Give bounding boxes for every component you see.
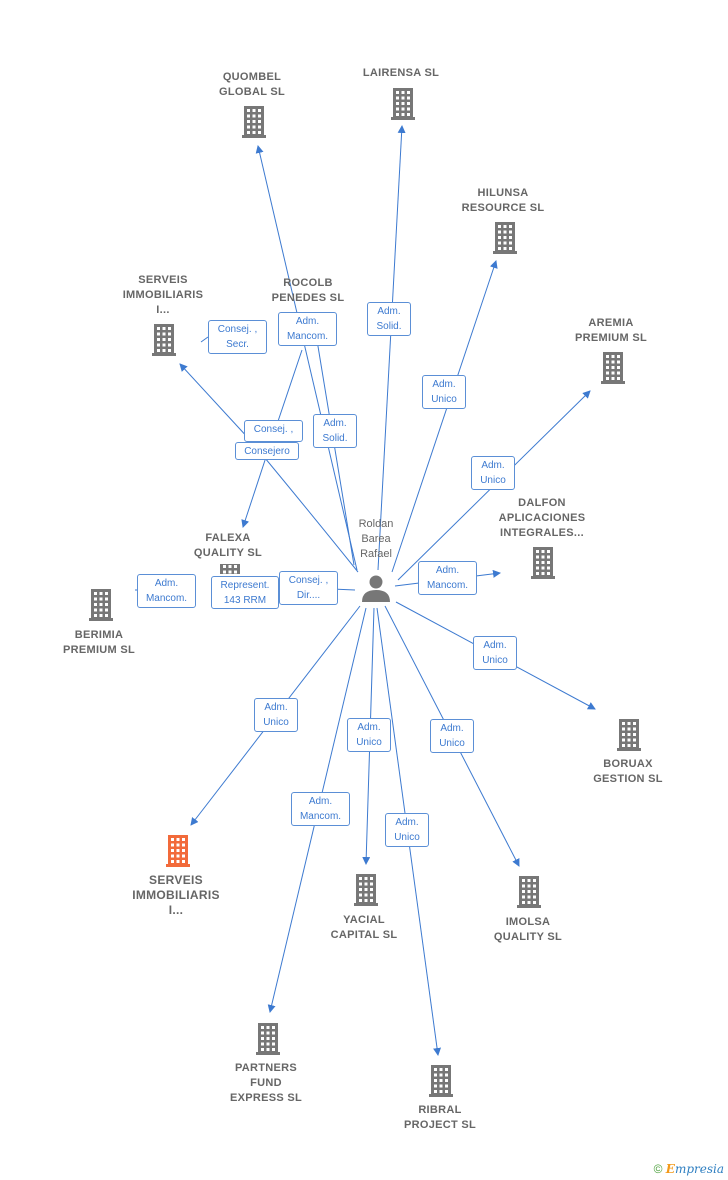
edge-label-serveis_main[interactable]: Adm. Unico: [254, 698, 298, 732]
building-icon-aremia[interactable]: [601, 352, 625, 384]
company-name-imolsa[interactable]: IMOLSA QUALITY SL: [493, 916, 563, 943]
building-icon-yacial[interactable]: [354, 874, 378, 906]
edge-label-hilunsa[interactable]: Adm. Unico: [422, 375, 466, 409]
company-name-partners[interactable]: PARTNERS FUND EXPRESS SL: [229, 1062, 303, 1104]
company-name-falexa[interactable]: FALEXA QUALITY SL: [193, 532, 263, 559]
building-icon-boruax[interactable]: [617, 719, 641, 751]
building-icon-quombel[interactable]: [242, 106, 266, 138]
edge-label-berimia[interactable]: Adm. Mancom.: [137, 574, 196, 608]
edge-label-yacial[interactable]: Adm. Unico: [347, 718, 391, 752]
edge-line-lairensa: [377, 125, 406, 571]
building-icon-hilunsa[interactable]: [493, 222, 517, 254]
building-icon-falexa[interactable]: [218, 562, 242, 594]
company-name-lairensa[interactable]: LAIRENSA SL: [362, 67, 440, 79]
company-name-hilunsa[interactable]: HILUNSA RESOURCE SL: [461, 187, 545, 214]
edge-line-quombel: [255, 145, 358, 571]
building-icon-serveis_main[interactable]: [166, 835, 190, 867]
edge-connector: [200, 336, 209, 343]
building-icon-ribral[interactable]: [429, 1065, 453, 1097]
company-name-berimia[interactable]: BERIMIA PREMIUM SL: [62, 629, 136, 656]
company-name-ribral[interactable]: RIBRAL PROJECT SL: [403, 1104, 477, 1131]
edge-label-berimia[interactable]: Represent. 143 RRM: [211, 576, 279, 609]
person-icon[interactable]: [362, 575, 390, 603]
edge-line-hilunsa: [391, 260, 498, 573]
building-icon-lairensa[interactable]: [391, 88, 415, 120]
building-icon-serveis_top[interactable]: [152, 324, 176, 356]
edge-label-quombel[interactable]: Adm. Mancom.: [278, 312, 337, 346]
edge-label-imolsa[interactable]: Adm. Unico: [430, 719, 474, 753]
company-name-aremia[interactable]: AREMIA PREMIUM SL: [574, 317, 648, 344]
edge-label-ribral[interactable]: Adm. Unico: [385, 813, 429, 847]
building-icon-dalfon[interactable]: [531, 547, 555, 579]
edge-label-serveis_top[interactable]: Consej. , Secr.: [208, 320, 267, 354]
edge-label-boruax[interactable]: Adm. Unico: [473, 636, 517, 670]
building-icon-berimia[interactable]: [89, 589, 113, 621]
company-name-quombel[interactable]: QUOMBEL GLOBAL SL: [218, 71, 286, 98]
edge-label-partners[interactable]: Adm. Mancom.: [291, 792, 350, 826]
company-name-serveis_top[interactable]: SERVEIS IMMOBILIARIS I...: [122, 274, 204, 316]
edge-label-lairensa[interactable]: Adm. Solid.: [367, 302, 411, 336]
building-icon-imolsa[interactable]: [517, 876, 541, 908]
edge-label-falexa[interactable]: Consejero: [235, 442, 299, 460]
company-name-yacial[interactable]: YACIAL CAPITAL SL: [330, 914, 398, 941]
company-name-boruax[interactable]: BORUAX GESTION SL: [593, 758, 663, 785]
company-name-rocolb[interactable]: ROCOLB PENEDES SL: [271, 277, 345, 304]
edge-label-aremia[interactable]: Adm. Unico: [471, 456, 515, 490]
edge-label-berimia[interactable]: Consej. , Dir....: [279, 571, 338, 605]
copyright-icon: ©: [653, 1162, 663, 1176]
company-name-dalfon[interactable]: DALFON APLICACIONES INTEGRALES...: [498, 497, 586, 539]
edge-label-rocolb[interactable]: Adm. Solid.: [313, 414, 357, 448]
building-icon-partners[interactable]: [256, 1023, 280, 1055]
edge-label-dalfon[interactable]: Adm. Mancom.: [418, 561, 477, 595]
company-name-serveis_main[interactable]: SERVEIS IMMOBILIARIS I...: [132, 873, 220, 917]
edge-label-falexa[interactable]: Consej. ,: [244, 420, 303, 442]
footer-brand: © Empresia: [654, 1162, 724, 1176]
person-name[interactable]: Roldan Barea Rafael: [358, 518, 394, 560]
empresia-logo: Empresia: [665, 1162, 724, 1176]
